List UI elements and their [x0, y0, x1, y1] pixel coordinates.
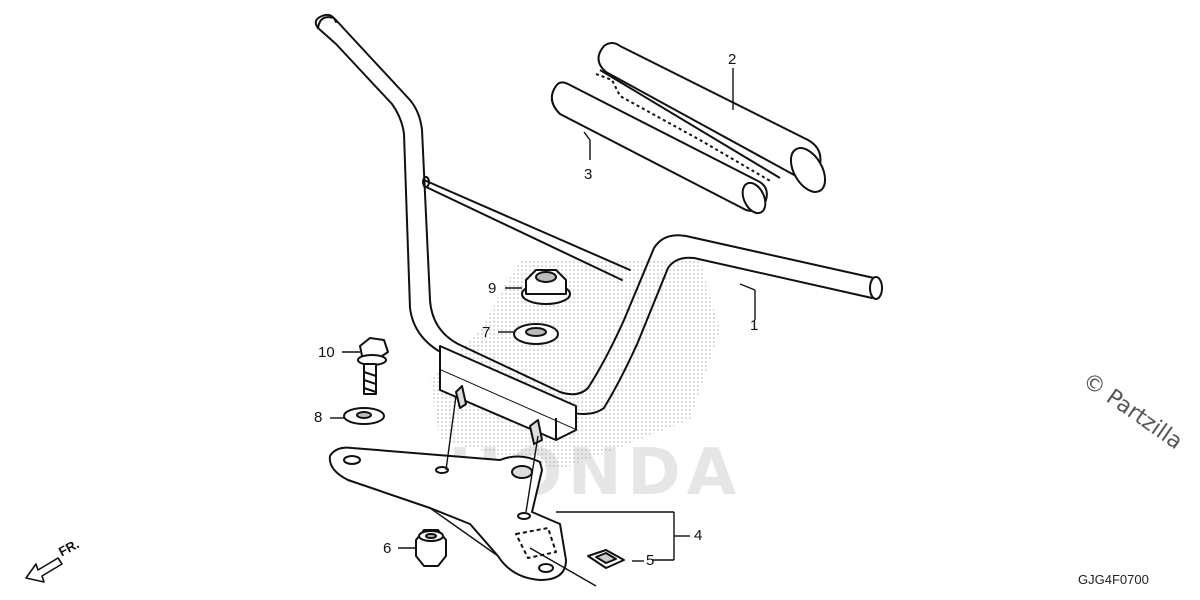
foam-tube — [550, 81, 768, 215]
leader-lines — [330, 68, 756, 587]
holder-plate — [328, 446, 567, 581]
flange-bolt — [357, 337, 389, 395]
lower-nut — [415, 529, 447, 567]
handlebar-clamp — [439, 345, 577, 445]
flange-nut — [521, 269, 571, 305]
callout-6: 6 — [383, 540, 392, 557]
callout-3: 3 — [584, 166, 593, 183]
washer-7 — [513, 323, 559, 345]
callout-10: 10 — [318, 344, 335, 361]
callout-2: 2 — [728, 51, 737, 68]
callout-1: 1 — [750, 317, 759, 334]
rubber-collar — [587, 549, 625, 569]
callout-4: 4 — [694, 527, 703, 544]
callout-7: 7 — [482, 324, 491, 341]
handlebar-pad — [595, 42, 827, 193]
washer-8 — [343, 407, 385, 425]
front-direction-arrow — [25, 557, 63, 583]
callout-9: 9 — [488, 280, 497, 297]
handlebar — [314, 13, 883, 415]
diagram-code: GJG4F0700 — [1078, 572, 1149, 587]
callout-5: 5 — [646, 552, 655, 569]
callout-8: 8 — [314, 409, 323, 426]
